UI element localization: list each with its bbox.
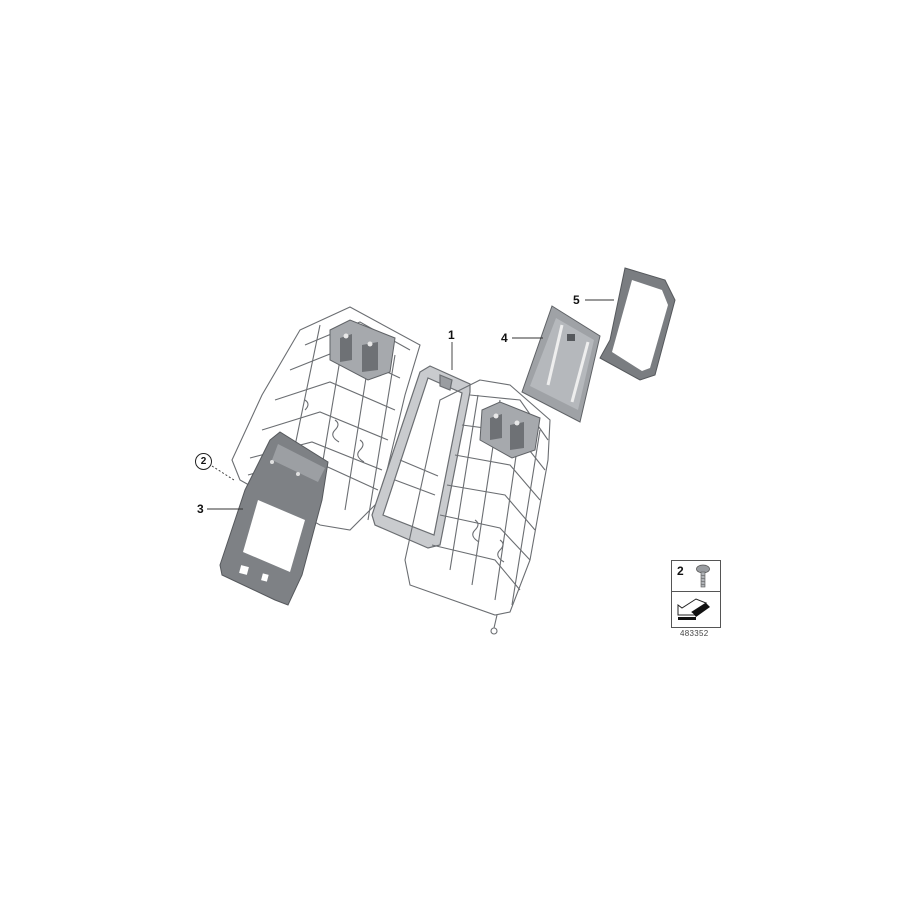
backrest-center-frame bbox=[371, 365, 471, 549]
callout-4[interactable]: 4 bbox=[501, 331, 508, 345]
diagram-id-number: 483352 bbox=[680, 629, 709, 638]
callout-2-circled[interactable]: 2 bbox=[195, 453, 212, 470]
parts-legend-box: 2 bbox=[671, 560, 721, 628]
headrest-bracket-left bbox=[329, 319, 396, 381]
screw-icon bbox=[696, 564, 710, 588]
cover-plate bbox=[521, 305, 601, 423]
frame-trim bbox=[599, 267, 676, 381]
callout-1[interactable]: 1 bbox=[448, 328, 455, 342]
headrest-bracket-right bbox=[479, 401, 541, 459]
legend-item-number: 2 bbox=[677, 564, 684, 578]
callout-3[interactable]: 3 bbox=[197, 502, 204, 516]
legend-divider bbox=[672, 591, 720, 592]
leader-lines bbox=[207, 299, 614, 510]
center-armrest-bracket bbox=[219, 431, 329, 606]
callout-5[interactable]: 5 bbox=[573, 293, 580, 307]
arrow-icon bbox=[677, 598, 710, 620]
